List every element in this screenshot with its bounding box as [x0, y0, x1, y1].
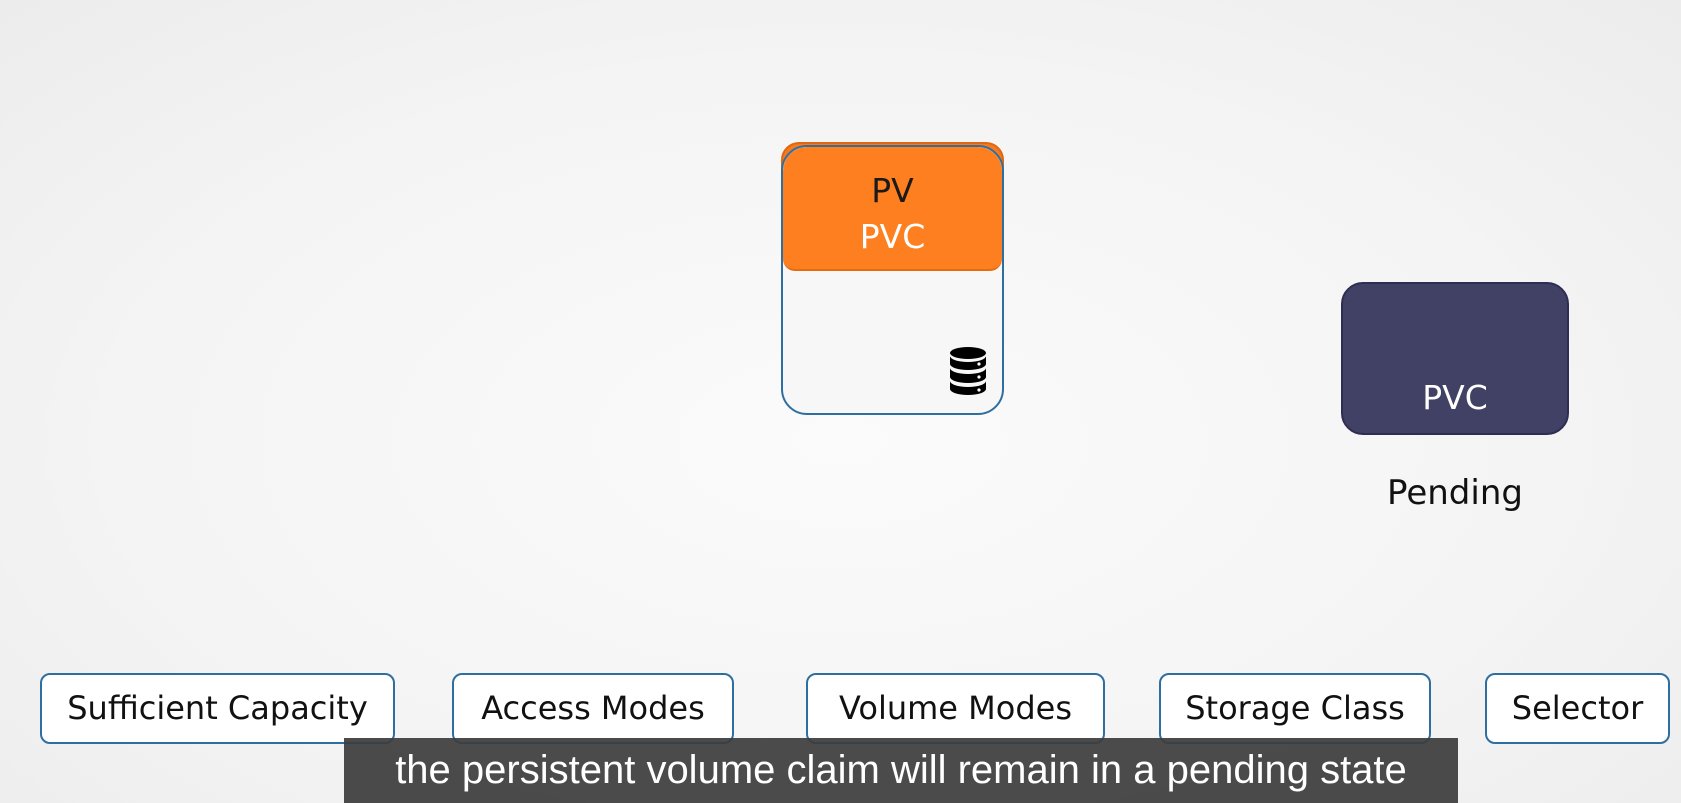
- criteria-sufficient-capacity: Sufficient Capacity: [40, 673, 395, 744]
- persistent-volume-box: PV PVC: [781, 145, 1004, 415]
- criteria-volume-modes: Volume Modes: [806, 673, 1105, 744]
- pending-pvc-box: PVC: [1341, 282, 1569, 435]
- pending-status-label: Pending: [1387, 473, 1523, 513]
- criteria-storage-class: Storage Class: [1159, 673, 1431, 744]
- criteria-access-modes: Access Modes: [452, 673, 734, 744]
- bound-pvc-label: PVC: [859, 217, 926, 256]
- bound-pvc-box: PV PVC: [783, 147, 1002, 271]
- subtitle-caption: the persistent volume claim will remain …: [344, 738, 1458, 803]
- pv-label: PV: [871, 171, 914, 210]
- bound-pv-pvc-group: PV PVC: [781, 142, 1004, 415]
- pending-pvc-label: PVC: [1422, 378, 1488, 417]
- criteria-selector: Selector: [1485, 673, 1670, 744]
- database-icon: [950, 347, 986, 395]
